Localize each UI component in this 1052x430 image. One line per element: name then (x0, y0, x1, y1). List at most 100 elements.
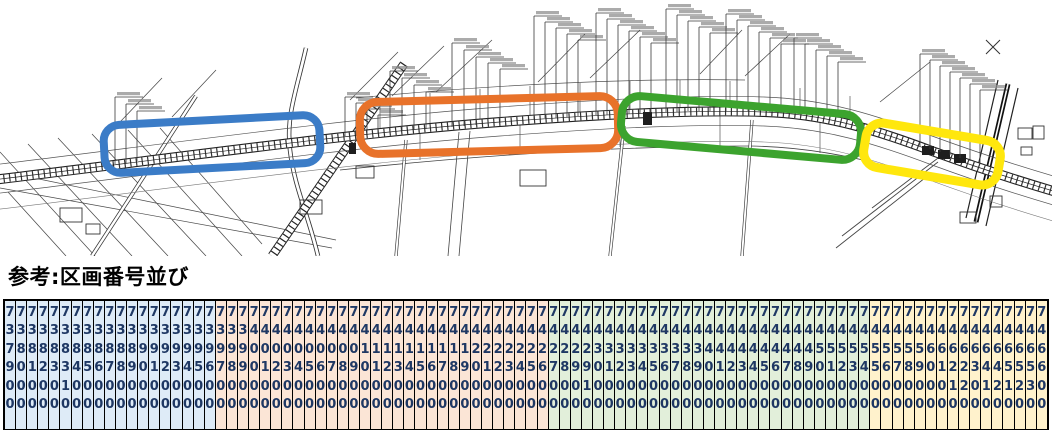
block-column-orange: 7 4 2 1 0 0 (482, 301, 494, 429)
survey-leader (826, 51, 855, 116)
survey-leader (533, 11, 562, 119)
block-column-orange: 7 4 1 9 0 0 (459, 301, 471, 429)
block-column-yellow: 7 4 6 5 1 0 (1003, 301, 1015, 429)
survey-leader (344, 92, 373, 136)
reference-heading: 参考:区画番号並び (8, 265, 189, 289)
block-column-green: 7 4 5 4 0 0 (859, 301, 871, 429)
survey-leader (566, 29, 595, 117)
survey-leader (544, 17, 573, 118)
block-column-orange: 7 4 0 3 0 0 (282, 301, 294, 429)
survey-leader (758, 27, 787, 111)
block-column-green: 7 4 3 9 0 0 (692, 301, 704, 429)
block-column-green: 7 4 4 0 0 0 (703, 301, 715, 429)
block-column-green: 7 4 4 4 0 0 (748, 301, 760, 429)
survey-leader (815, 45, 844, 115)
block-column-blue: 7 3 9 6 0 0 (204, 301, 216, 429)
block-column-orange: 7 4 0 9 0 0 (348, 301, 360, 429)
survey-leader (475, 52, 504, 125)
highlight-green-section (616, 92, 866, 164)
block-column-orange: 7 3 9 7 0 0 (215, 301, 227, 429)
block-column-green: 7 4 5 3 0 0 (848, 301, 860, 429)
block-column-yellow: 7 4 5 9 0 0 (914, 301, 926, 429)
block-column-yellow: 7 4 6 2 1 0 (947, 301, 960, 429)
survey-leader (804, 39, 833, 114)
block-column-yellow: 7 4 6 0 0 0 (925, 301, 937, 429)
annotation-leaders (114, 4, 1008, 164)
block-column-yellow: 7 4 6 6 0 0 (1036, 301, 1047, 429)
survey-leader (413, 80, 442, 130)
block-column-green: 7 4 2 9 0 0 (570, 301, 582, 429)
block-column-yellow: 7 4 5 6 0 0 (881, 301, 893, 429)
block-column-green: 7 4 3 2 0 0 (615, 301, 627, 429)
block-column-orange: 7 4 1 1 0 0 (371, 301, 383, 429)
block-column-orange: 7 4 1 4 0 0 (404, 301, 416, 429)
survey-leader (736, 15, 765, 111)
block-column-blue: 7 3 9 5 0 0 (193, 301, 205, 429)
block-column-green: 7 4 3 5 0 0 (648, 301, 660, 429)
block-column-yellow: 7 4 6 1 0 0 (936, 301, 948, 429)
block-column-orange: 7 3 9 9 0 0 (237, 301, 250, 429)
survey-leader (650, 38, 679, 113)
survey-leader (698, 22, 727, 111)
block-column-yellow: 7 4 6 2 2 0 (959, 301, 971, 429)
buildings (59, 125, 1045, 235)
block-column-green: 7 4 3 7 0 0 (670, 301, 682, 429)
side-roads (90, 47, 1019, 256)
block-column-orange: 7 4 1 0 0 0 (360, 301, 372, 429)
block-column-blue: 7 3 9 0 0 0 (138, 301, 150, 429)
block-column-orange: 7 4 0 6 0 0 (315, 301, 327, 429)
block-column-orange: 7 4 2 2 0 0 (493, 301, 505, 429)
block-column-blue: 7 3 7 9 0 0 (5, 301, 17, 429)
block-column-blue: 7 3 8 9 0 0 (127, 301, 139, 429)
block-column-green: 7 4 4 5 0 0 (759, 301, 771, 429)
block-column-yellow: 7 4 6 3 0 0 (970, 301, 982, 429)
block-column-green: 7 4 3 6 0 0 (659, 301, 671, 429)
block-column-blue: 7 3 8 3 1 0 (60, 301, 72, 429)
block-column-orange: 7 4 0 4 0 0 (293, 301, 305, 429)
block-column-orange: 7 4 1 2 0 0 (382, 301, 394, 429)
block-column-green: 7 4 2 7 0 0 (548, 301, 560, 429)
block-column-orange: 7 4 2 3 0 0 (504, 301, 516, 429)
survey-leader (687, 16, 716, 111)
block-column-orange: 7 4 2 5 0 0 (526, 301, 538, 429)
block-column-blue: 7 3 9 1 0 0 (149, 301, 161, 429)
block-column-green: 7 4 3 8 0 0 (681, 301, 693, 429)
survey-leader (949, 67, 978, 155)
survey-leader (487, 58, 516, 124)
survey-leader (725, 9, 754, 111)
survey-leader (709, 28, 738, 111)
block-column-blue: 7 3 8 6 0 0 (93, 301, 105, 429)
survey-leader (463, 45, 492, 126)
block-column-orange: 7 3 9 8 0 0 (226, 301, 238, 429)
block-column-blue: 7 3 8 7 0 0 (104, 301, 116, 429)
block-column-orange: 7 4 1 6 0 0 (426, 301, 438, 429)
block-column-blue: 7 3 9 4 0 0 (182, 301, 194, 429)
block-column-green: 7 4 2 8 0 0 (559, 301, 571, 429)
block-column-green: 7 4 4 2 0 0 (726, 301, 738, 429)
block-column-orange: 7 4 0 0 0 0 (249, 301, 261, 429)
survey-leader (959, 73, 988, 158)
highlight-blue-section (99, 111, 325, 177)
survey-leader (939, 61, 968, 152)
block-column-blue: 7 3 9 3 0 0 (171, 301, 183, 429)
block-column-yellow: 7 4 6 5 2 0 (1014, 301, 1026, 429)
block-column-blue: 7 3 8 5 0 0 (82, 301, 94, 429)
block-column-orange: 7 4 0 7 0 0 (326, 301, 338, 429)
survey-cross-mark (985, 39, 1001, 55)
block-column-green: 7 4 3 0 0 0 (592, 301, 605, 429)
survey-leader (136, 106, 165, 161)
dark-parcels (349, 112, 966, 163)
survey-leader (747, 21, 776, 111)
block-column-orange: 7 4 1 8 0 0 (448, 301, 460, 429)
block-column-yellow: 7 4 6 4 2 0 (992, 301, 1004, 429)
block-column-yellow: 7 4 6 5 3 0 (1025, 301, 1037, 429)
block-column-green: 7 4 5 0 0 0 (814, 301, 826, 429)
survey-leader (451, 38, 480, 127)
survey-leader (769, 33, 798, 112)
block-column-green: 7 4 4 1 0 0 (715, 301, 727, 429)
block-column-orange: 7 4 2 4 0 0 (515, 301, 527, 429)
survey-leader (793, 33, 822, 113)
survey-leader (979, 85, 1008, 164)
